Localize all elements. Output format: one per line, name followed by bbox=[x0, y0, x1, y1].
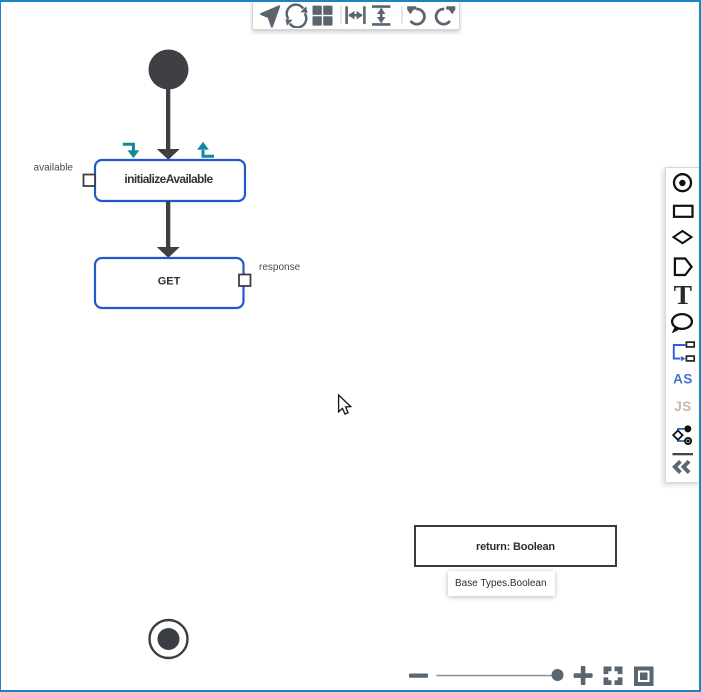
svg-text:GET: GET bbox=[158, 276, 181, 288]
svg-text:AS: AS bbox=[673, 372, 693, 387]
svg-text:JS: JS bbox=[674, 399, 692, 414]
svg-text:initializeAvailable: initializeAvailable bbox=[124, 172, 213, 186]
svg-text:available: available bbox=[34, 163, 74, 174]
svg-text:return: Boolean: return: Boolean bbox=[476, 541, 555, 553]
svg-text:T: T bbox=[673, 279, 691, 310]
svg-text:response: response bbox=[259, 262, 301, 273]
